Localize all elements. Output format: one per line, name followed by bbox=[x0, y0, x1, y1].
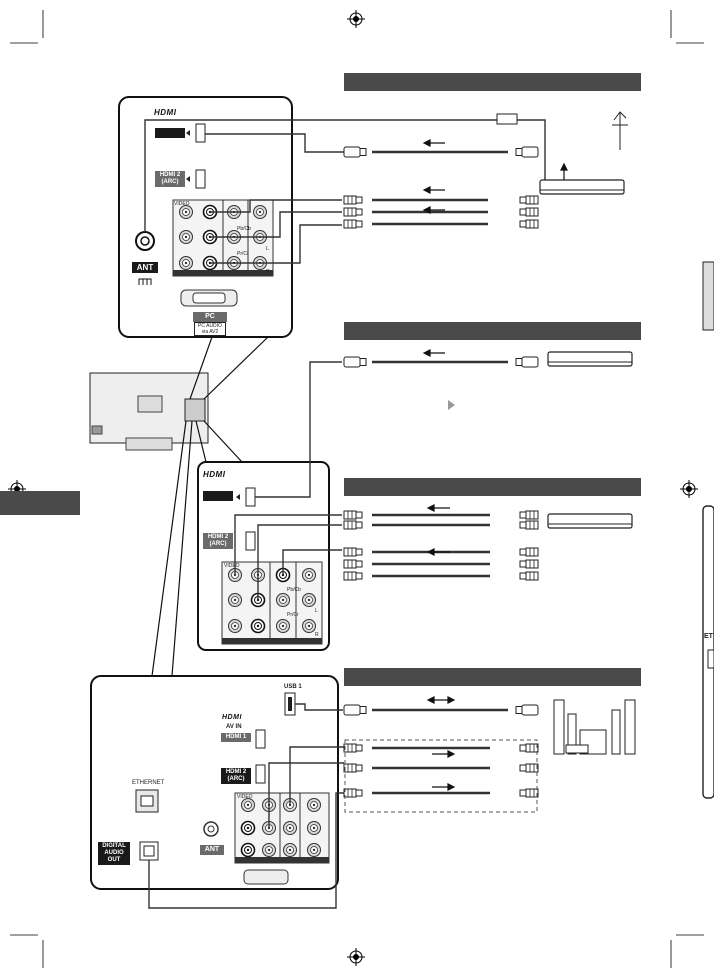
hdmi2-text: HDMI 2 bbox=[159, 172, 181, 178]
l-label: L bbox=[266, 246, 269, 252]
hdmi-logo-side: HDMI bbox=[222, 714, 242, 721]
registration-mark-icon bbox=[347, 10, 365, 28]
digital-text: DIGITAL bbox=[102, 843, 126, 849]
hdmi-logo-mid: HDMI bbox=[203, 470, 226, 479]
pc-label: PC bbox=[193, 312, 227, 322]
hdmi2-label: HDMI 2 (ARC) bbox=[155, 171, 185, 187]
usb1-label: USB 1 bbox=[284, 684, 302, 690]
video-label: VIDEO bbox=[174, 201, 190, 207]
pr-label: Pr/Cr bbox=[237, 251, 249, 257]
via-av2-text: via AV2 bbox=[201, 329, 219, 335]
ant-label: ANT bbox=[132, 262, 158, 273]
section-bar-hdmi bbox=[344, 322, 641, 340]
ethernet-label: ETHERNET bbox=[132, 780, 165, 786]
l-mid-label: L bbox=[315, 608, 318, 614]
video-side-label: VIDEO bbox=[237, 794, 253, 800]
registration-mark-icon bbox=[347, 948, 365, 966]
ant-side-label: ANT bbox=[200, 845, 224, 855]
pb-label: Pb/Cb bbox=[237, 226, 251, 232]
hdmi-logo: HDMI bbox=[154, 108, 177, 117]
hdmi1-mid-label-block bbox=[203, 491, 233, 501]
r-mid-label: R bbox=[315, 632, 319, 638]
hdmi2-side-label: HDMI 2 (ARC) bbox=[221, 768, 251, 784]
hdmi2-mid-label: HDMI 2 (ARC) bbox=[203, 533, 233, 549]
out-text: OUT bbox=[107, 857, 121, 863]
ethernet-partial-label: ET bbox=[704, 633, 713, 640]
r-label: R bbox=[266, 269, 270, 275]
pr-mid-label: Pr/Cr bbox=[287, 612, 299, 618]
digital-audio-out-label: DIGITAL AUDIO OUT bbox=[98, 842, 130, 865]
section-bar-composite bbox=[344, 478, 641, 496]
section-bar-audio bbox=[344, 668, 641, 686]
hdmi2-side-text: HDMI 2 bbox=[225, 769, 247, 775]
hdmi2-arc-text: (ARC) bbox=[161, 179, 179, 185]
hdmi1-label-block bbox=[155, 128, 185, 138]
hdmi2-arc-side-text: (ARC) bbox=[227, 776, 245, 782]
section-side-tab bbox=[0, 491, 80, 515]
pc-audio-label: PC AUDIO via AV2 bbox=[194, 322, 226, 336]
hdmi1-side-label: HDMI 1 bbox=[221, 733, 251, 742]
av-in-label: AV IN bbox=[226, 724, 242, 730]
pb-mid-label: Pb/Cb bbox=[287, 587, 301, 593]
registration-mark-icon bbox=[680, 480, 698, 498]
audio-text: AUDIO bbox=[104, 850, 124, 856]
hdmi2-arc-mid-text: (ARC) bbox=[209, 541, 227, 547]
hdmi2-mid-text: HDMI 2 bbox=[207, 534, 229, 540]
pc-audio-text: PC AUDIO bbox=[198, 323, 222, 329]
video-mid-label: VIDEO bbox=[224, 563, 240, 569]
section-bar-antenna bbox=[344, 73, 641, 91]
